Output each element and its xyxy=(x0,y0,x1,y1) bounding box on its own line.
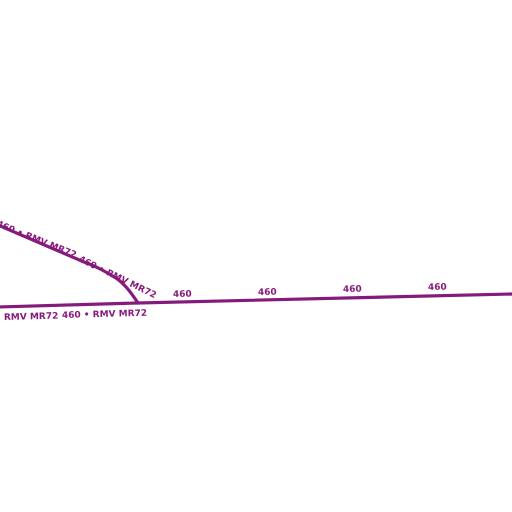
route-label: 460 xyxy=(173,290,192,300)
route-label: 460 • RMV MR72 xyxy=(62,309,147,321)
route-line-branch[interactable] xyxy=(0,224,140,305)
route-label: 460 xyxy=(258,288,277,298)
route-label: 460 xyxy=(343,285,362,295)
route-label: 460 xyxy=(428,283,447,293)
route-label: RMV MR72 xyxy=(4,312,59,323)
